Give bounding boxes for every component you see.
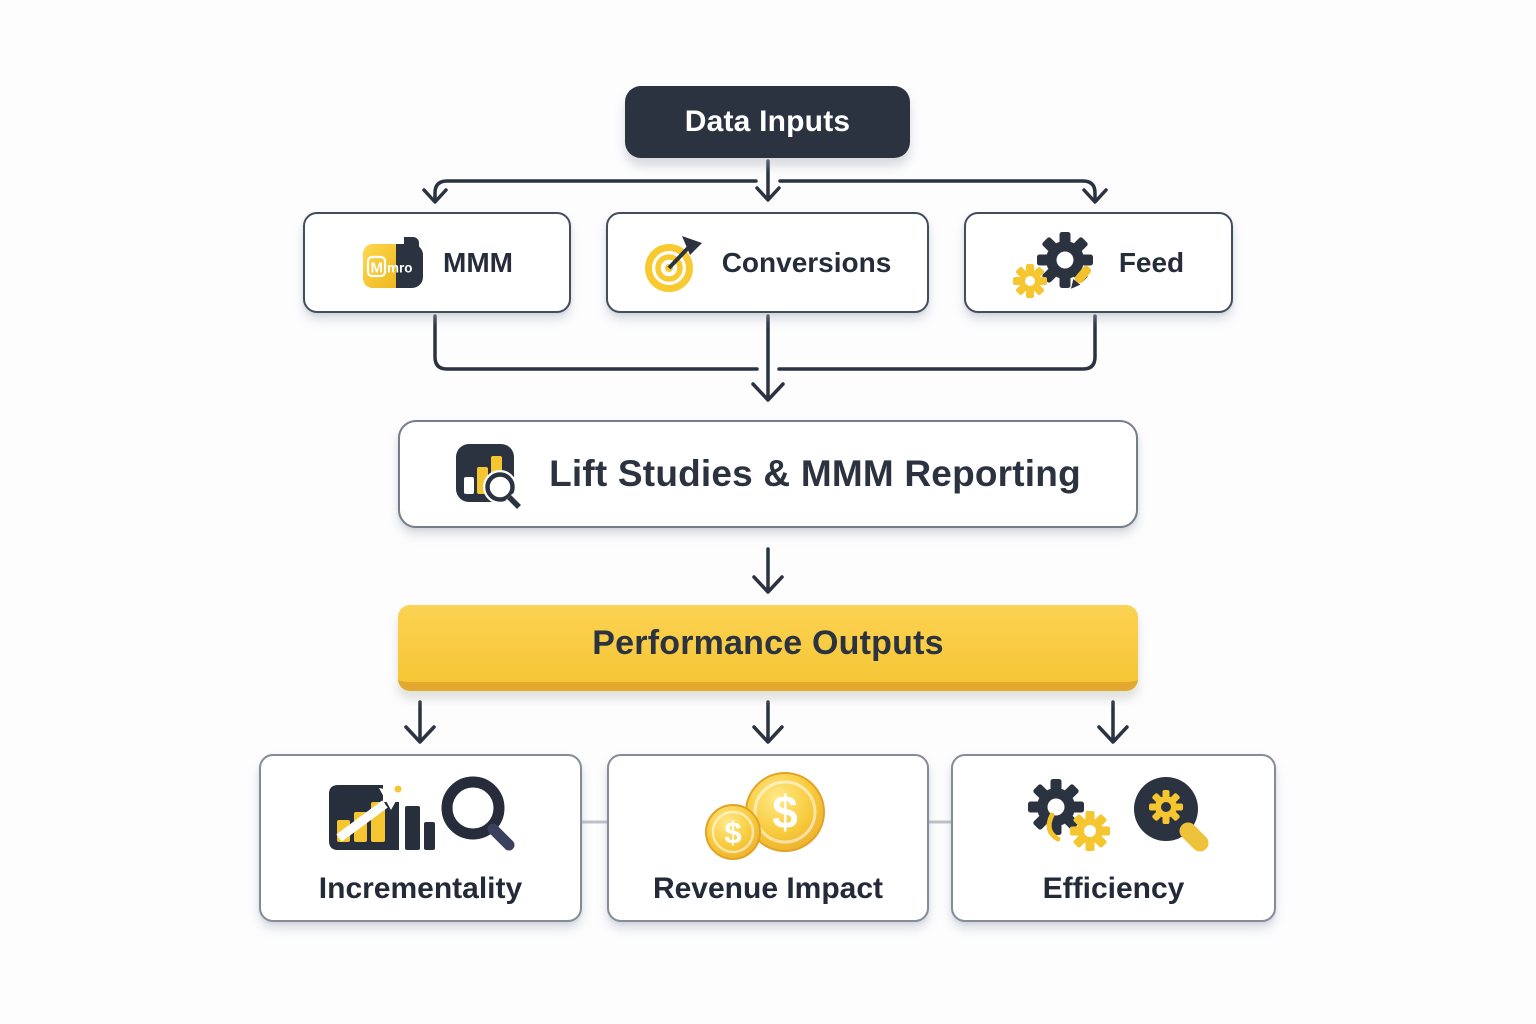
svg-text:$: $ [772, 786, 798, 838]
output-label-efficiency: Efficiency [1042, 872, 1185, 905]
performance-outputs-label: Performance Outputs [592, 624, 944, 662]
performance-outputs-banner: Performance Outputs [398, 605, 1138, 691]
input-node-feed: Feed [964, 212, 1233, 313]
output-label-incrementality: Incrementality [318, 872, 523, 905]
bar-chart-magnifier-icon [455, 439, 525, 509]
input-label-feed: Feed [1118, 246, 1185, 278]
process-node-lift-studies: Lift Studies & MMM Reporting [398, 420, 1138, 528]
input-label-conversions: Conversions [721, 246, 892, 278]
data-inputs-label: Data Inputs [684, 105, 851, 138]
target-dart-icon [644, 232, 704, 294]
svg-text:M: M [371, 259, 384, 276]
input-node-mmm: M mro MMM [303, 212, 571, 313]
dollar-coins-icon: $ $ [703, 770, 833, 866]
output-node-revenue-impact: $ $ Revenue Impact [607, 754, 929, 922]
gears-magnifier-icon [1016, 771, 1211, 865]
svg-text:$: $ [724, 815, 741, 850]
mmm-logo-icon: M mro [361, 234, 425, 292]
output-label-revenue-impact: Revenue Impact [652, 872, 884, 905]
input-node-conversions: Conversions [606, 212, 929, 313]
svg-text:mro: mro [387, 260, 413, 275]
process-node-label: Lift Studies & MMM Reporting [549, 453, 1081, 494]
data-inputs-node: Data Inputs [625, 86, 910, 158]
output-node-efficiency: Efficiency [951, 754, 1276, 922]
growth-chart-magnifier-icon [321, 772, 521, 864]
input-label-mmm: MMM [443, 246, 513, 278]
gears-pencil-icon [1012, 226, 1101, 300]
output-node-incrementality: Incrementality [259, 754, 582, 922]
